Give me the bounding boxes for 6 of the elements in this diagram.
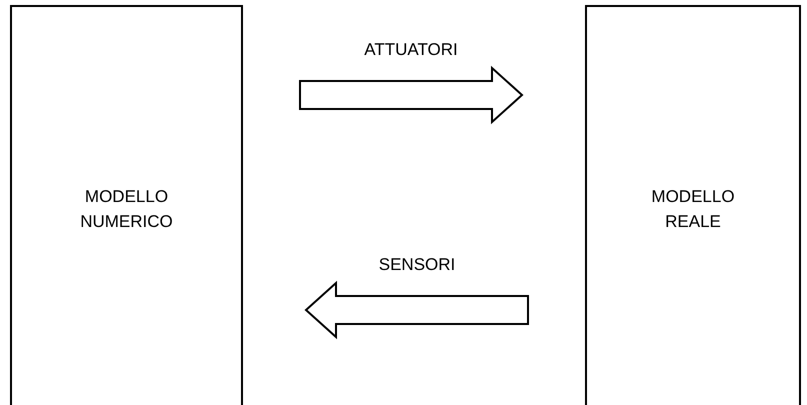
- model-box: [10, 5, 243, 405]
- block-arrow: [304, 280, 529, 340]
- block-arrow: [299, 66, 524, 124]
- box-label: MODELLO REALE: [650, 186, 736, 233]
- model-box: [585, 5, 801, 405]
- box-label: MODELLO NUMERICO: [79, 186, 174, 233]
